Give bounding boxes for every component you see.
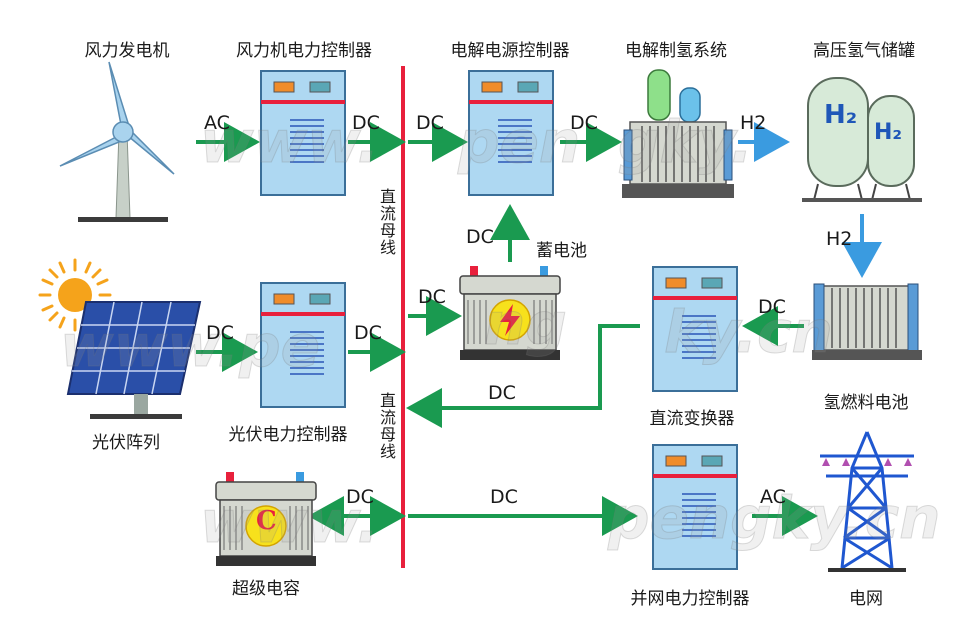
electrolyzer-icon: [622, 69, 734, 198]
tank-h2-mark-large: H₂: [824, 100, 858, 130]
flow-label-fc-conv-dc: DC: [758, 296, 786, 318]
watermark-text: www.pe: [60, 312, 321, 381]
flow-label-battery-up-dc: DC: [466, 226, 494, 248]
flow-label-windctrl-dc: DC: [352, 112, 380, 134]
arrow-converter-to-bus: [406, 324, 640, 428]
sun-icon: [38, 258, 112, 332]
flow-label-bus-elecctrl-dc: DC: [416, 112, 444, 134]
supercap-mark: C: [256, 506, 277, 536]
label-wind-controller: 风力机电力控制器: [236, 41, 372, 61]
label-pv-array: 光伏阵列: [92, 433, 160, 453]
tank-h2-mark-small: H₂: [874, 120, 903, 145]
flow-label-pvctrl-dc: DC: [354, 322, 382, 344]
flow-label-elec-tank-h2: H2: [740, 112, 767, 134]
flow-label-supercap-dc: DC: [346, 486, 374, 508]
electrolysis-controller-cabinet-icon: [468, 70, 554, 196]
grid-controller-cabinet-icon: [652, 444, 738, 570]
flow-label-elecctrl-elec-dc: DC: [570, 112, 598, 134]
flow-label-tank-fc-h2: H2: [826, 228, 853, 250]
label-pv-controller: 光伏电力控制器: [228, 425, 348, 445]
flow-label-conv-bus-dc: DC: [488, 382, 516, 404]
watermark-text: www.: [199, 488, 380, 557]
watermark-text: ky.cn: [664, 298, 834, 367]
battery-icon: [459, 266, 561, 360]
label-electrolysis-power-controller: 电解电源控制器: [450, 41, 570, 61]
watermark-text: pen: [457, 108, 581, 177]
watermark-text: www.: [199, 108, 380, 177]
solar-panel-icon: [66, 301, 202, 419]
label-grid: 电网: [849, 589, 883, 609]
flow-label-grid-ac: AC: [760, 486, 786, 508]
supercapacitor-icon: [215, 472, 317, 566]
label-dc-bus-bottom: 直流母线: [377, 392, 396, 460]
label-supercapacitor: 超级电容: [232, 579, 300, 599]
watermark-text: gky.: [618, 108, 754, 177]
label-fuel-cell: 氢燃料电池: [823, 393, 909, 413]
dc-converter-cabinet-icon: [652, 266, 738, 392]
label-battery: 蓄电池: [536, 241, 587, 261]
flow-label-wind-ac: AC: [204, 112, 230, 134]
pv-controller-cabinet-icon: [260, 282, 346, 408]
wind-controller-cabinet-icon: [260, 70, 346, 196]
fuel-cell-icon: [812, 283, 922, 360]
label-grid-controller: 并网电力控制器: [630, 589, 750, 609]
label-dc-converter: 直流变换器: [649, 409, 735, 429]
flow-label-bus-battery-dc: DC: [418, 286, 446, 308]
watermark-text: pengky.cn: [607, 484, 941, 553]
power-tower-icon: [820, 431, 914, 572]
label-electrolysis-system: 电解制氢系统: [625, 41, 727, 61]
flow-label-bus-grid-dc: DC: [490, 486, 518, 508]
label-dc-bus-top: 直流母线: [377, 188, 396, 256]
hydrogen-tank-icon: [802, 77, 922, 202]
label-hydrogen-tank: 高压氢气储罐: [813, 41, 915, 61]
wind-turbine-icon: [59, 61, 175, 222]
label-wind-generator: 风力发电机: [84, 41, 170, 61]
flow-label-pv-dc: DC: [206, 322, 234, 344]
watermark-text: ng: [484, 290, 568, 359]
